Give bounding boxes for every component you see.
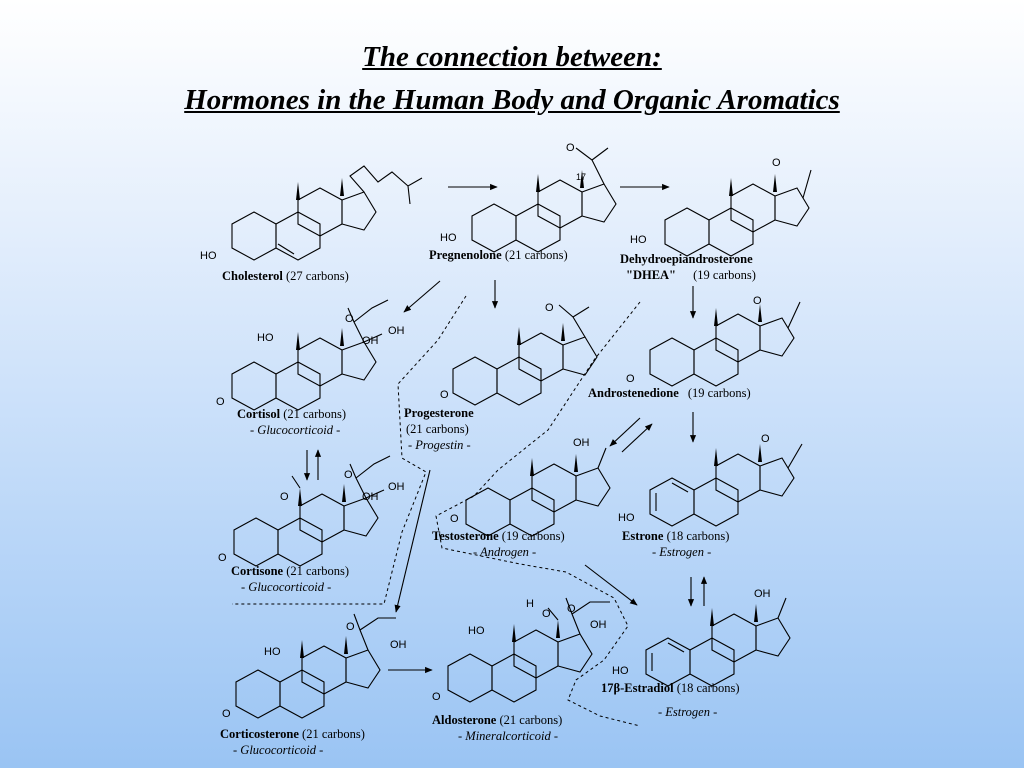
- estrone-class: - Estrogen -: [652, 545, 711, 559]
- cortisol-label: Cortisol (21 carbons): [237, 407, 346, 421]
- aldosterone-class: - Mineralcorticoid -: [458, 729, 558, 743]
- cortisol-class: - Glucocorticoid -: [250, 423, 340, 437]
- boundary-sex-hormones: [435, 301, 641, 727]
- reaction-arrows: [303, 183, 708, 674]
- cholesterol-label: Cholesterol (27 carbons): [222, 269, 349, 283]
- progesterone-atom-1: O: [545, 302, 554, 314]
- pregnenolone-structure: [471, 147, 617, 253]
- progesterone-atom-0: O: [440, 389, 449, 401]
- boundary-glucocorticoid: [232, 295, 467, 605]
- corticosterone-structure: [235, 613, 396, 719]
- aldosterone-atom-5: OH: [590, 619, 607, 631]
- slide-title-line2: Hormones in the Human Body and Organic A…: [184, 84, 840, 116]
- dhea-atom-1: O: [772, 157, 781, 169]
- cortisol-atom-2: O: [216, 396, 225, 408]
- slide-title-line1: The connection between:: [362, 41, 662, 73]
- corticosterone-atom-3: OH: [390, 639, 407, 651]
- testosterone-structure: [465, 447, 611, 537]
- dhea-name: Dehydroepiandrosterone: [620, 252, 753, 266]
- cortisol-structure: [231, 299, 389, 411]
- cortisone-atom-1: O: [344, 469, 353, 481]
- aldosterone-atom-3: O: [432, 691, 441, 703]
- testosterone-label: Testosterone (19 carbons): [432, 529, 565, 543]
- androstenedione-label: Androstenedione (19 carbons): [588, 386, 751, 400]
- estradiol-atom-0: HO: [612, 665, 629, 677]
- testosterone-class: - Androgen -: [473, 545, 536, 559]
- aldosterone-atom-1: O: [542, 608, 551, 620]
- dashed-boundaries: [232, 295, 641, 727]
- pregnenolone-atom-1: O: [566, 142, 575, 154]
- dhea-atom-0: HO: [630, 234, 647, 246]
- aldosterone-atom-2: O: [567, 603, 576, 615]
- arrow-androstenedione-testosterone: [609, 417, 641, 447]
- cortisol-atom-1: O: [345, 313, 354, 325]
- pregnenolone-atom-2: 17: [576, 172, 586, 182]
- aldosterone-atom-0: HO: [468, 625, 485, 637]
- aldosterone-atom-4: H: [526, 598, 534, 610]
- cortisol-atom-0: HO: [257, 332, 274, 344]
- progesterone-class: - Progestin -: [408, 438, 471, 452]
- progesterone-name: Progesterone: [404, 406, 474, 420]
- androstenedione-structure: [649, 301, 801, 387]
- cortisone-structure: [233, 455, 391, 567]
- estradiol-class: - Estrogen -: [658, 705, 717, 719]
- estrone-atom-0: HO: [618, 512, 635, 524]
- cortisone-atom-3: OH: [388, 481, 405, 493]
- progesterone-carbons: (21 carbons): [406, 422, 469, 436]
- corticosterone-atom-1: O: [346, 621, 355, 633]
- estrone-label: Estrone (18 carbons): [622, 529, 729, 543]
- corticosterone-atom-0: HO: [264, 646, 281, 658]
- cholesterol-structure: [231, 165, 423, 261]
- aldosterone-structure: [447, 597, 610, 703]
- estradiol-atom-1: OH: [754, 588, 771, 600]
- estradiol-label: 17β-Estradiol (18 carbons): [601, 681, 740, 695]
- corticosterone-atom-2: O: [222, 708, 231, 720]
- progesterone-structure: [452, 304, 598, 406]
- cortisol-atom-3: OH: [388, 325, 405, 337]
- estrone-structure: [649, 443, 803, 527]
- cortisone-class: - Glucocorticoid -: [241, 580, 331, 594]
- androstenedione-atom-0: O: [626, 373, 635, 385]
- cortisone-atom-4: OH: [362, 491, 379, 503]
- arrow-testosterone-estradiol: [584, 564, 638, 606]
- estradiol-structure: [645, 597, 791, 687]
- pregnenolone-atom-0: HO: [440, 232, 457, 244]
- androstenedione-atom-1: O: [753, 295, 762, 307]
- dhea-structure: [664, 169, 812, 257]
- corticosterone-label: Corticosterone (21 carbons): [220, 727, 365, 741]
- arrow-pregnenolone-cortisol: [403, 280, 441, 313]
- cortisone-atom-2: O: [218, 552, 227, 564]
- cortisol-atom-4: OH: [362, 335, 379, 347]
- pregnenolone-label: Pregnenolone (21 carbons): [429, 248, 568, 262]
- corticosterone-class: - Glucocorticoid -: [233, 743, 323, 757]
- arrow-progesterone-corticosterone: [394, 469, 431, 613]
- cortisone-atom-0: O: [280, 491, 289, 503]
- arrow-testosterone-androstenedione: [621, 423, 653, 453]
- testosterone-atom-0: O: [450, 513, 459, 525]
- aldosterone-label: Aldosterone (21 carbons): [432, 713, 562, 727]
- dhea-label2: "DHEA" (19 carbons): [626, 268, 756, 282]
- cholesterol-atom-0: HO: [200, 250, 217, 262]
- cortisone-label: Cortisone (21 carbons): [231, 564, 349, 578]
- testosterone-atom-1: OH: [573, 437, 590, 449]
- estrone-atom-1: O: [761, 433, 770, 445]
